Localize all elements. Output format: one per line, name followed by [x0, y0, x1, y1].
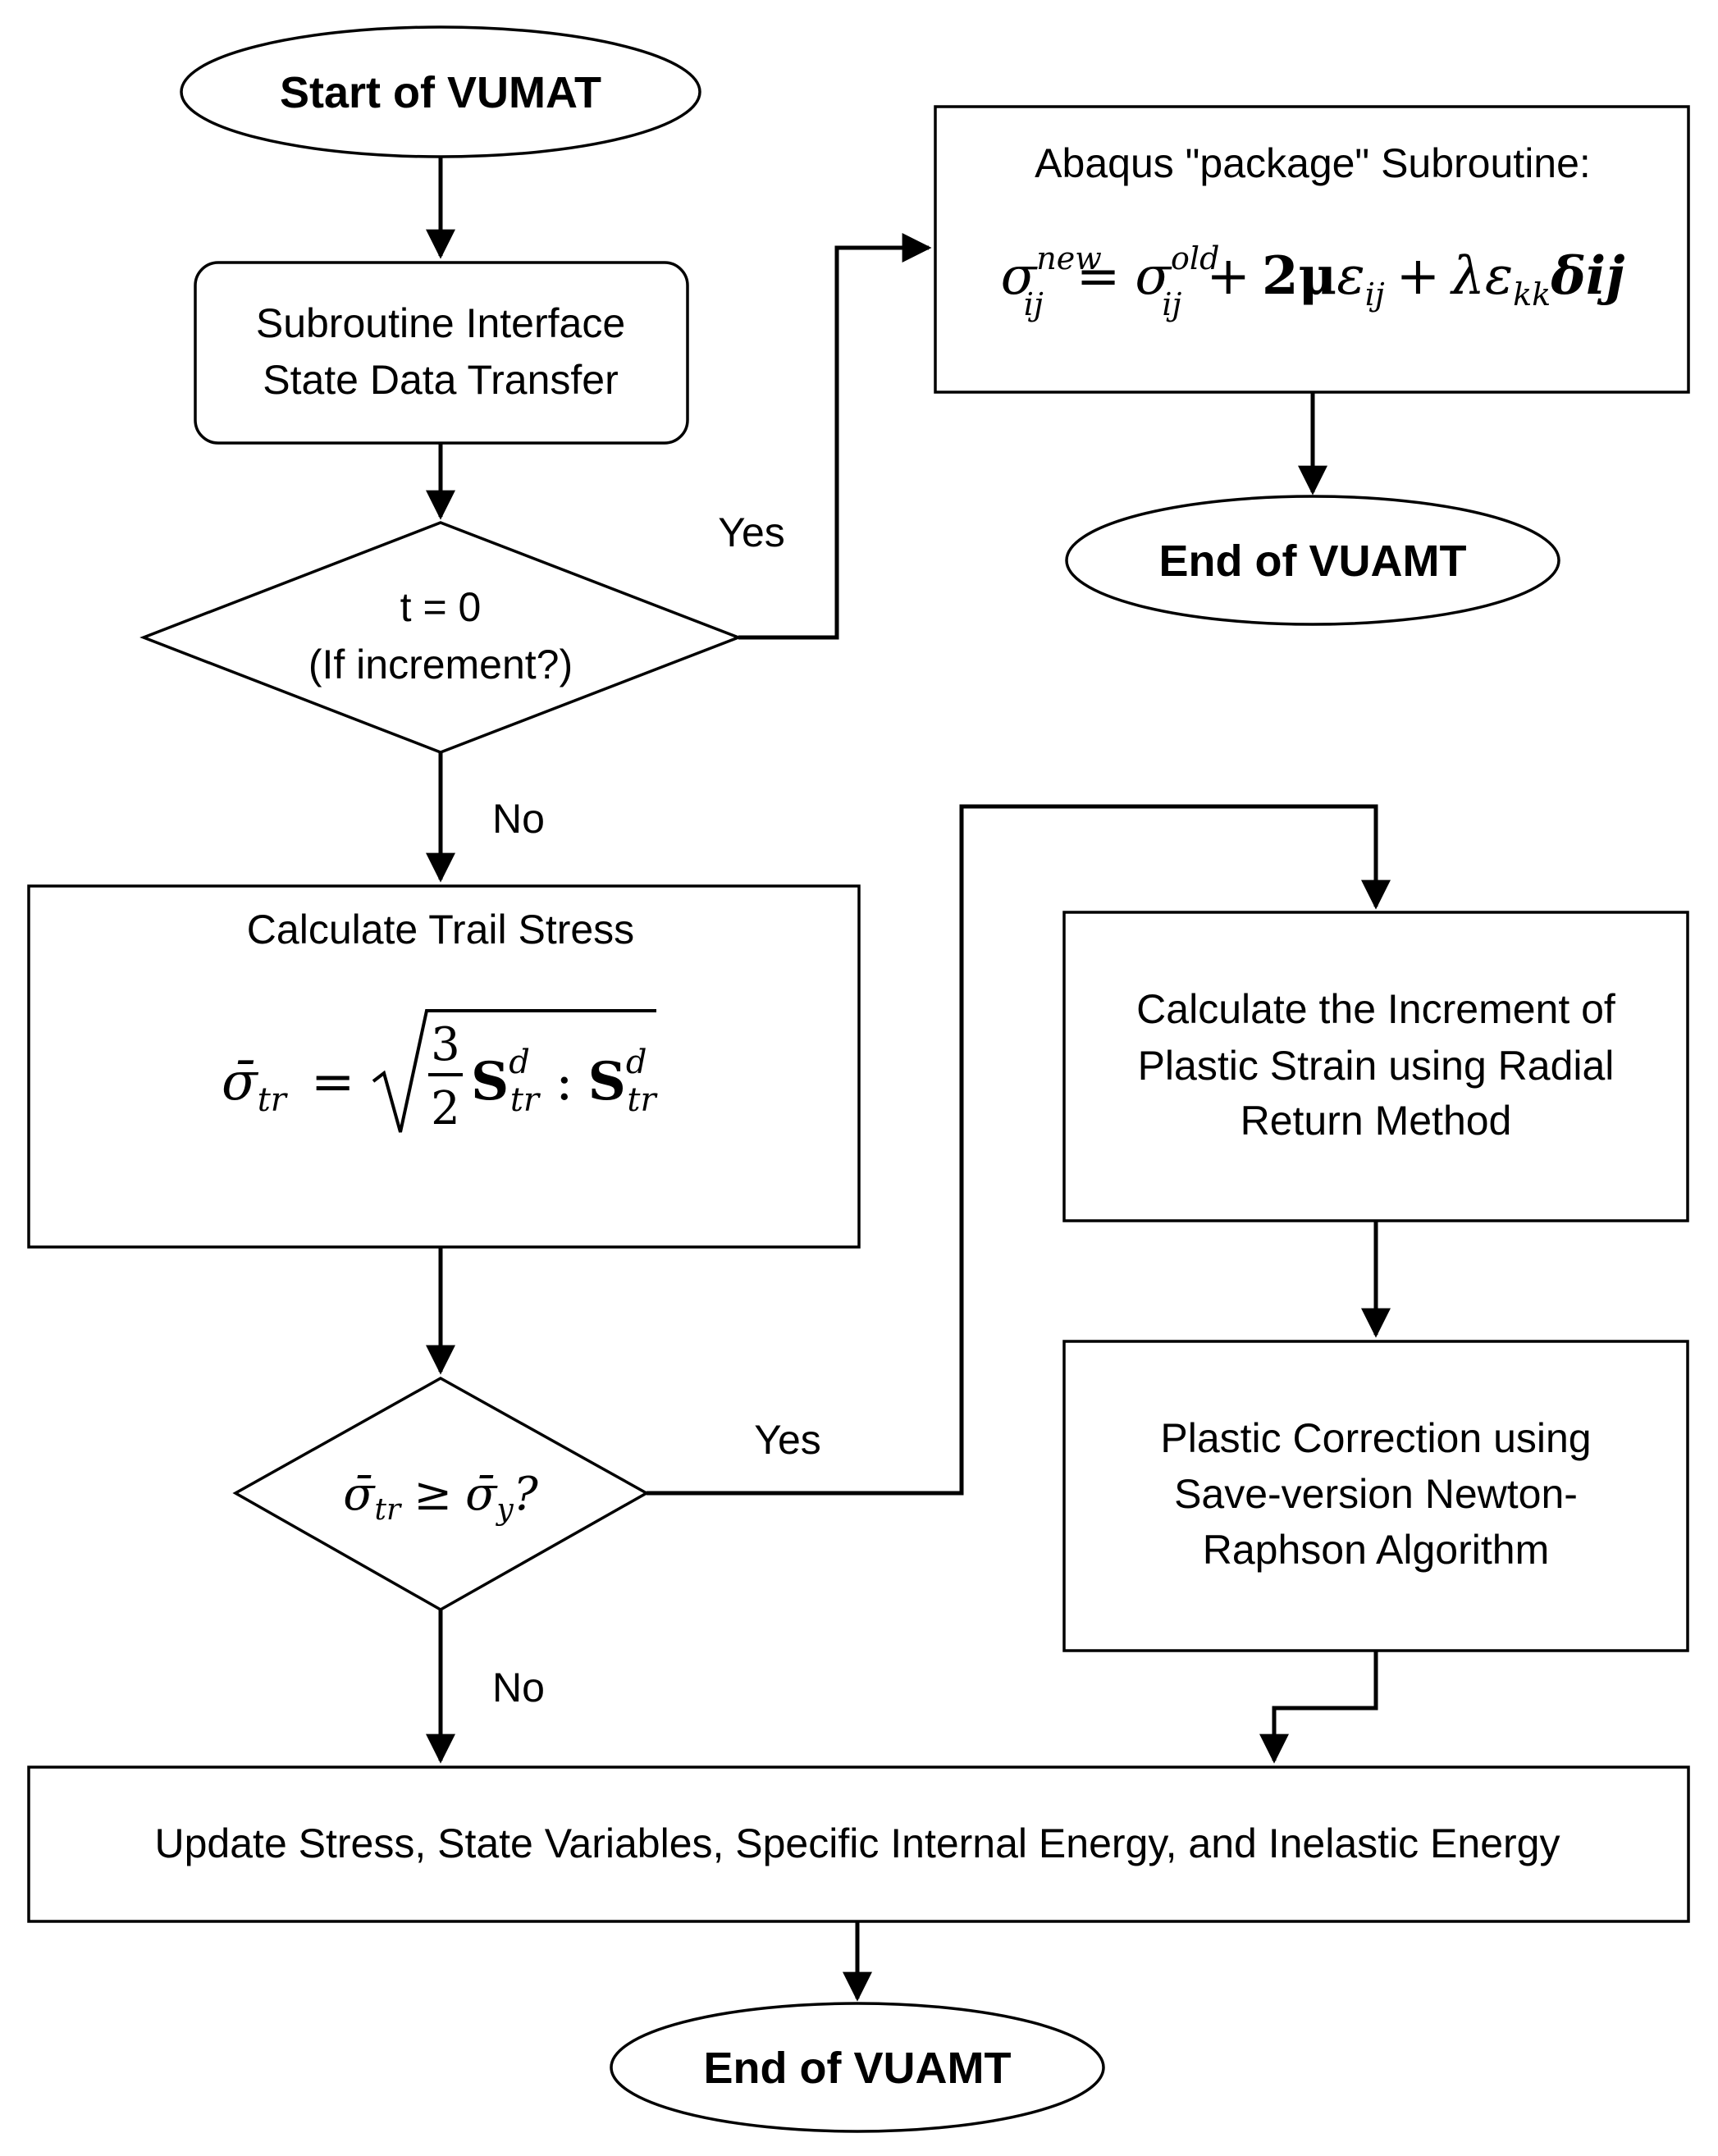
end-bottom-terminator	[610, 2002, 1105, 2133]
radial-line-3: Return Method	[1241, 1098, 1512, 1144]
end-top-label: End of VUAMT	[1159, 537, 1467, 586]
decision-t-diamond	[139, 521, 742, 754]
abaqus-box	[934, 105, 1690, 394]
interface-line-2: State Data Transfer	[263, 357, 619, 403]
start-terminator	[180, 25, 701, 158]
edge-plastic-to-update	[1259, 1651, 1378, 1764]
trail-formula-lhs: σ̄tr=	[222, 1052, 355, 1119]
node-start: Start of VUMAT	[180, 25, 701, 158]
edge-label-no-1: No	[492, 796, 545, 842]
update-box	[27, 1765, 1690, 1923]
trail-formula-den: 2	[431, 1082, 460, 1135]
decision-t-line-1: t = 0	[400, 584, 482, 630]
update-label: Update Stress, State Variables, Specific…	[155, 1820, 1560, 1866]
node-decision-sigma: σ̄tr≥σ̄y?	[232, 1376, 650, 1612]
interface-box	[194, 261, 689, 445]
radial-box	[1062, 911, 1689, 1222]
node-decision-t: t = 0 (If increment?)	[139, 521, 742, 754]
radial-line-2: Plastic Strain using Radial	[1138, 1043, 1615, 1089]
abaqus-title: Abaqus "package" Subroutine:	[1035, 140, 1591, 186]
start-label: Start of VUMAT	[280, 68, 601, 117]
node-end-bottom: End of VUAMT	[610, 2002, 1105, 2133]
plastic-line-1: Plastic Correction using	[1160, 1415, 1591, 1461]
plastic-box	[1062, 1340, 1689, 1652]
end-top-terminator	[1065, 495, 1560, 626]
radial-line-1: Calculate the Increment of	[1136, 986, 1615, 1032]
plastic-line-2: Save-version Newton-	[1174, 1471, 1578, 1517]
decision-sigma-formula: σ̄tr≥σ̄y?	[343, 1468, 538, 1527]
sqrt-radical-icon	[372, 1009, 656, 1133]
decision-sigma-diamond	[232, 1376, 650, 1612]
edge-decision-t-yes-to-abaqus	[738, 233, 932, 640]
plastic-line-3: Raphson Algorithm	[1203, 1527, 1549, 1573]
decision-t-line-2: (If increment?)	[308, 642, 573, 687]
node-radial: Calculate the Increment of Plastic Strai…	[1062, 911, 1689, 1222]
end-bottom-label: End of VUAMT	[704, 2044, 1012, 2093]
trail-title: Calculate Trail Stress	[247, 907, 634, 952]
edge-label-no-2: No	[492, 1665, 545, 1711]
trail-box	[27, 884, 861, 1249]
trail-formula-num: 3	[431, 1018, 460, 1071]
node-update: Update Stress, State Variables, Specific…	[27, 1765, 1690, 1923]
edges	[426, 158, 1391, 2002]
edge-label-yes-2: Yes	[754, 1417, 821, 1463]
node-interface: Subroutine Interface State Data Transfer	[194, 261, 689, 445]
edge-decision-sigma-yes-to-radial	[647, 804, 1391, 1496]
interface-line-1: Subroutine Interface	[256, 300, 625, 346]
node-end-top: End of VUAMT	[1065, 495, 1560, 626]
edge-label-yes-1: Yes	[718, 509, 785, 555]
node-plastic: Plastic Correction using Save-version Ne…	[1062, 1340, 1689, 1652]
